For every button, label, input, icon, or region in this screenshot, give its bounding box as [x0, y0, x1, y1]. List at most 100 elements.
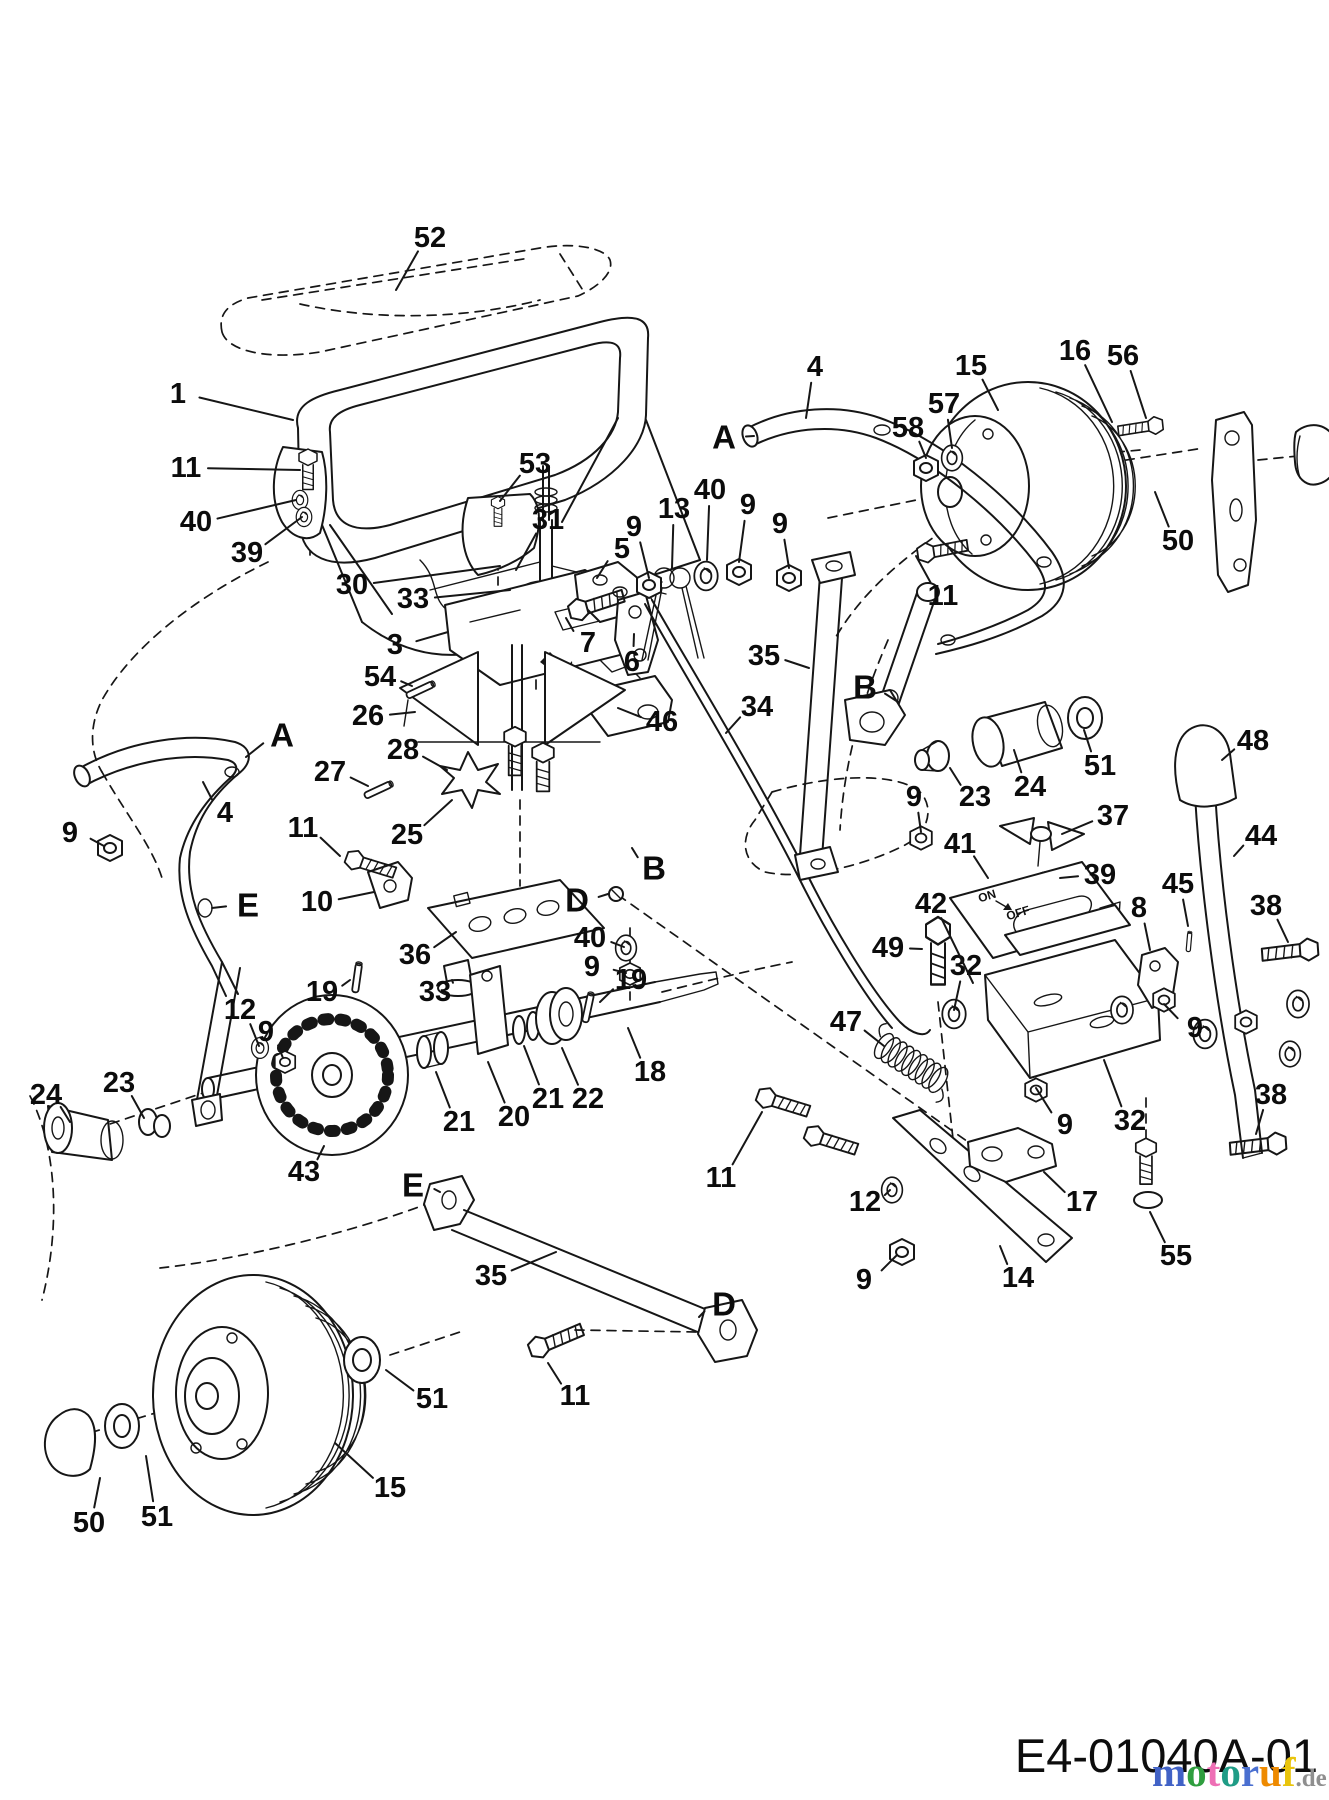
lever-44 [1194, 789, 1263, 1159]
part-label-34: 34 [741, 691, 773, 723]
leader-line [561, 1047, 580, 1086]
leader-line [206, 467, 301, 471]
leader-line [880, 1255, 897, 1272]
part-label-47: 47 [830, 1006, 862, 1038]
part-label-49: 49 [872, 932, 904, 964]
part-label-9: 9 [258, 1016, 274, 1048]
nut-9 [1152, 987, 1176, 1013]
leader-line [249, 1023, 260, 1047]
leader-line [1043, 1171, 1066, 1194]
part-label-31: 31 [532, 504, 564, 536]
part-label-32: 32 [1114, 1105, 1146, 1137]
part-label-16: 16 [1059, 335, 1091, 367]
link-arm [195, 961, 241, 1113]
leader-line [999, 1245, 1009, 1266]
leader-line [671, 523, 675, 569]
part-label-51: 51 [1084, 750, 1116, 782]
part-label-33: 33 [397, 583, 429, 615]
leader-line [211, 905, 228, 909]
leader-line [337, 891, 375, 901]
leader-line [1143, 922, 1151, 951]
part-label-11: 11 [928, 580, 959, 612]
washer-32 [1278, 1040, 1302, 1068]
part-label-5: 5 [614, 533, 630, 565]
nut-9 [889, 1238, 915, 1266]
part-label-A: A [270, 717, 294, 754]
leader-line [395, 250, 419, 291]
part-label-54: 54 [364, 661, 396, 693]
part-label-9: 9 [62, 817, 78, 849]
leader-line [1255, 1108, 1265, 1135]
washer-32 [941, 998, 967, 1030]
part-label-A: A [712, 419, 736, 456]
part-label-24: 24 [30, 1079, 62, 1111]
part-label-8: 8 [1131, 892, 1147, 924]
link-B [879, 589, 937, 707]
part-label-18: 18 [634, 1056, 666, 1088]
part-label-38: 38 [1255, 1079, 1287, 1111]
leader-line [487, 1061, 506, 1104]
leader-line [610, 941, 625, 948]
leader-line [245, 742, 265, 758]
bolt-11 [801, 1122, 861, 1162]
part-label-33: 33 [419, 976, 451, 1008]
part-label-12: 12 [849, 1186, 881, 1218]
part-label-58: 58 [892, 412, 924, 444]
leader-line [908, 947, 923, 950]
leader-line [949, 767, 962, 786]
rod-and-strut [644, 551, 940, 1036]
hopper-cover-52 [220, 244, 612, 356]
part-label-23: 23 [959, 781, 991, 813]
part-label-15: 15 [374, 1472, 406, 1504]
part-label-40: 40 [574, 922, 606, 954]
part-label-E: E [402, 1167, 424, 1204]
part-label-24: 24 [1014, 771, 1046, 803]
bracket-17 [967, 1127, 1057, 1183]
leader-line [388, 711, 416, 716]
part-label-9: 9 [584, 951, 600, 983]
leader-line [725, 716, 742, 734]
leader-line [415, 631, 449, 643]
leader-line [738, 519, 746, 563]
leader-line [1129, 370, 1147, 419]
switch-arrow-icon [995, 900, 1012, 910]
pivot-bracket-B [844, 689, 906, 746]
leader-line [940, 917, 974, 984]
bar-14 [892, 1109, 1073, 1263]
star-spinner-28 [439, 751, 501, 809]
leader-line [451, 979, 454, 984]
leader-line [547, 1362, 563, 1385]
washer-39 [295, 506, 313, 528]
leader-line [319, 836, 341, 857]
part-label-9: 9 [626, 511, 642, 543]
part-label-46: 46 [646, 706, 678, 738]
leader-line [1276, 918, 1289, 943]
leader-line [915, 555, 932, 584]
leader-line [1221, 748, 1236, 761]
leader-line [1163, 1003, 1179, 1020]
part-label-53: 53 [519, 448, 551, 480]
spring-47 [873, 1023, 949, 1103]
bolt-55 [1134, 1137, 1158, 1185]
part-label-12: 12 [224, 994, 256, 1026]
part-label-B: B [853, 669, 877, 706]
part-label-52: 52 [414, 222, 446, 254]
leader-line [784, 659, 810, 669]
leader-line [731, 1111, 763, 1166]
part-label-28: 28 [387, 734, 419, 766]
part-label-51: 51 [416, 1383, 448, 1415]
pin-19 [350, 960, 364, 994]
part-label-9: 9 [1057, 1109, 1073, 1141]
leader-line [565, 617, 575, 632]
part-label-E: E [237, 887, 259, 924]
leader-line [385, 1369, 415, 1392]
leader-line [917, 811, 922, 833]
handle-right-4 [741, 408, 1065, 655]
part-label-40: 40 [180, 506, 212, 538]
part-label-51: 51 [141, 1501, 173, 1533]
leader-line [277, 1044, 284, 1059]
leader-line [1083, 729, 1093, 753]
part-label-11: 11 [288, 812, 319, 844]
